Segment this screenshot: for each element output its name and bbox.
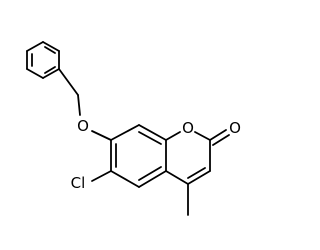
ch2-oxygen-bond xyxy=(77,94,81,116)
double-bond-inner xyxy=(187,167,206,179)
benzyl-ch2-bond xyxy=(58,68,79,96)
double-bond-inner xyxy=(138,166,162,181)
double-bond-inner xyxy=(44,46,56,54)
bond xyxy=(42,68,60,79)
double-bond-inner xyxy=(44,66,56,74)
bond xyxy=(138,124,167,141)
bond xyxy=(42,41,60,52)
bond xyxy=(26,41,44,52)
coumarin-benzo-ring xyxy=(110,124,167,188)
bond xyxy=(110,170,140,188)
carbonyl-bond-second xyxy=(212,134,230,146)
double-bond-inner xyxy=(138,131,162,145)
bond xyxy=(138,170,167,188)
chlorine-label: Cl xyxy=(71,174,86,192)
chlorine-bond xyxy=(91,170,112,182)
carbonyl-bond xyxy=(209,129,227,141)
bond xyxy=(26,68,44,79)
bond xyxy=(187,170,211,185)
bond xyxy=(194,131,211,141)
bond xyxy=(165,131,181,141)
ring-oxygen-label: O xyxy=(182,119,194,137)
benzyl-phenyl-ring xyxy=(26,41,60,79)
structure-canvas: O O xyxy=(26,41,241,216)
oxygen-aryl-bond xyxy=(91,130,112,141)
molecule-diagram: O O xyxy=(26,41,241,216)
bond xyxy=(110,124,140,141)
ether-oxygen-label: O xyxy=(77,117,89,135)
carbonyl-oxygen-label: O xyxy=(229,119,241,137)
pyranone-ring xyxy=(165,131,211,185)
bond xyxy=(165,170,189,185)
